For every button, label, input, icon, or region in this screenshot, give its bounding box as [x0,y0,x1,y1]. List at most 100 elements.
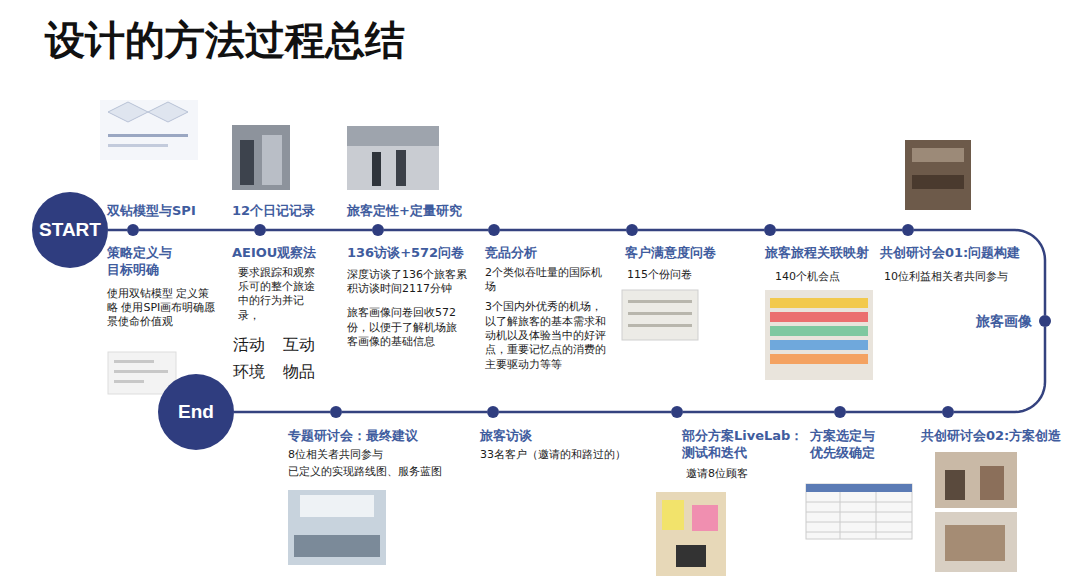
paper-line [628,324,692,327]
step-note: 已定义的实现路线图、服务蓝图 [288,465,442,479]
terminal-label: End [178,401,214,423]
timeline-line [846,411,942,414]
photo-ground [935,452,1017,508]
step-note: 140个机会点 [775,270,840,284]
photo-cocreation [935,452,1017,572]
thumbnail-bar [108,144,168,147]
timeline-line [139,229,254,232]
photo-ground [622,290,698,340]
timeline-station: 共创研讨会01:问题构建10位利益相关者共同参与 [902,224,914,236]
photo-people [294,535,380,557]
photo-ground [347,126,439,190]
photo-ground [905,140,971,210]
photo-figure [396,150,406,186]
paper-line [628,312,692,315]
timeline-line [776,229,902,232]
terminal-label: START [39,219,101,241]
table-header [806,484,912,492]
photo-questionnaires [622,290,698,340]
timeline-station: 旅客旅程关联映射140个机会点 [764,224,776,236]
timeline-line [499,411,671,414]
document-line [114,370,168,373]
step-note: 深度访谈了136个旅客累积访谈时间2117分钟 [347,268,467,297]
step-heading: 旅客画像 [976,312,1032,330]
photo-workshop-room [288,490,386,565]
page-title: 设计的方法过程总结 [45,16,405,64]
step-heading: 部分方案LiveLab： 测试和迭代 [682,428,806,462]
timeline-station: 旅客访谈33名客户（邀请的和路过的） [487,406,499,418]
timeline-station: 部分方案LiveLab： 测试和迭代邀请8位顾客 [671,406,683,418]
timeline-line [683,411,834,414]
step-heading: AEIOU观察法 [232,245,316,262]
sticky-row [770,312,868,322]
photo-ground [656,492,726,576]
step-heading: 12个日记记录 [232,203,315,220]
terminal-circle: START [32,192,108,268]
double-diamond-thumbnail [100,100,198,160]
step-note: 33名客户（邀请的和路过的） [480,448,626,462]
timeline-station: 方案选定与 优先级确定 [834,406,846,418]
thumbnail-bar [108,134,188,137]
photo-figure [372,152,381,186]
step-heading: 旅客定性+定量研究 [347,203,462,220]
diamond-shapes [108,102,188,122]
timeline-line [638,229,764,232]
thumbnail-ground [100,100,198,160]
timeline-station: 专题研讨会：最终建议8位相关者共同参与已定义的实现路线图、服务蓝图 [330,406,342,418]
step-note: 邀请8位顾客 [686,467,748,481]
photo-ground [288,490,386,565]
photo-diary [232,125,290,190]
step-heading: 竞品分析 [485,245,537,262]
sticky-row [770,298,868,308]
terminal-circle: End [158,374,234,450]
photo-figure [262,135,282,185]
step-note: 2个类似吞吐量的国际机场 [485,266,607,295]
step-heading: 旅客旅程关联映射 [765,245,869,262]
photo-ceiling [347,126,439,146]
timeline-station: 旅客定性+定量研究136访谈+572问卷深度访谈了136个旅客累积访谈时间211… [372,224,384,236]
step-heading: 策略定义与 目标明确 [107,245,181,279]
step-note: 旅客画像问卷回收572份，以便于了解机场旅客画像的基础信息 [347,306,467,349]
photo-note [662,500,684,530]
timeline-line [954,327,1045,412]
timeline-station: 双钻模型与SPI策略定义与 目标明确使用双钻模型 定义策略 使用SPI画布明确愿… [127,224,139,236]
timeline-line [342,411,487,414]
photo-note [692,505,718,531]
photo-ground [765,290,873,380]
photo-meeting [905,140,971,210]
step-heading: 旅客访谈 [480,428,532,445]
photo-livelab [656,492,726,576]
timeline-line [108,229,127,232]
step-heading: 专题研讨会：最终建议 [288,428,418,445]
step-heading: 双钻模型与SPI [107,203,196,220]
aeiou-word: 互动 [283,335,315,356]
aeiou-word: 物品 [283,362,315,383]
aeiou-word: 环境 [233,362,265,383]
step-note: 3个国内外优秀的机场，以了解旅客的基本需求和动机以及体验当中的好评点，重要记忆点… [485,300,607,371]
document-line [114,360,154,363]
photo-ground [232,125,290,190]
sticky-row [770,354,868,364]
timeline-line [384,229,488,232]
timeline-station: 客户满意度问卷115个份问卷 [626,224,638,236]
photo-table [945,525,1005,561]
step-heading: 136访谈+572问卷 [347,245,464,262]
photo-figure [980,466,1004,500]
timeline-station: 旅客画像 [1039,315,1051,327]
timeline-station: 12个日记记录AEIOU观察法要求跟踪和观察乐可的整个旅途中的行为并记录，活动互… [254,224,266,236]
step-heading: 共创研讨会01:问题构建 [880,245,1020,262]
photo-wall [912,148,964,162]
aeiou-word: 活动 [233,335,265,356]
photo-airport-hall [347,126,439,190]
step-note: 10位利益相关者共同参与 [884,270,1008,284]
photo-table [912,175,964,189]
table-ground [806,484,912,539]
timeline-station: 共创研讨会02:方案创造 [942,406,954,418]
sticky-row [770,326,868,336]
document-line [114,380,144,383]
timeline-line [500,229,626,232]
step-note: 115个份问卷 [627,268,692,282]
step-heading: 客户满意度问卷 [625,245,716,262]
timeline-line [266,229,372,232]
